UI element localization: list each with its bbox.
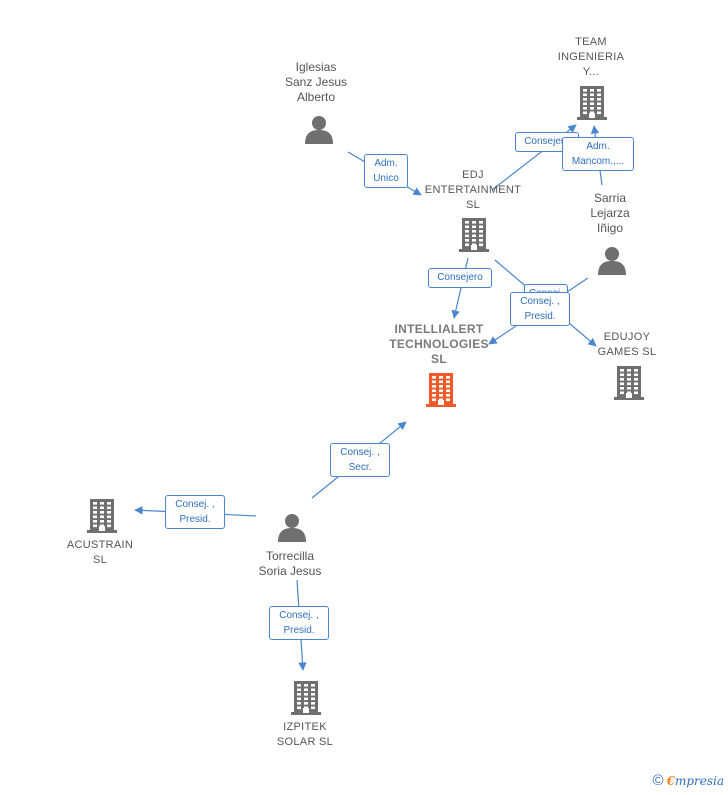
building-icon-acustrain[interactable] (87, 499, 117, 538)
node-label-team[interactable]: TEAM INGENIERIA Y... (557, 36, 625, 78)
edge-label-torrecilla-izpitek[interactable]: Consej. , Presid. (269, 606, 329, 640)
brand-logo-e: € (666, 774, 675, 788)
edge-label-torrecilla-acustrain[interactable]: Consej. , Presid. (165, 495, 225, 529)
node-label-edj[interactable]: EDJ ENTERTAINMENT SL (424, 169, 522, 211)
node-label-acustrain[interactable]: ACUSTRAIN SL (66, 539, 134, 566)
person-icon-iglesias[interactable] (304, 114, 334, 149)
edge-label-sarria-intellialert[interactable]: Consej. , Presid. (510, 292, 570, 326)
edge-label-iglesias-edj[interactable]: Adm. Unico (364, 154, 408, 188)
building-icon-team[interactable] (577, 86, 607, 125)
node-label-sarria[interactable]: Sarria Lejarza Iñigo (590, 191, 630, 235)
node-label-intellialert[interactable]: INTELLIALERT TECHNOLOGIES SL (389, 322, 489, 366)
node-label-edujoy[interactable]: EDUJOY GAMES SL (597, 331, 657, 358)
person-icon-torrecilla[interactable] (277, 512, 307, 547)
node-label-iglesias[interactable]: Iglesias Sanz Jesus Alberto (284, 60, 348, 104)
building-icon-edujoy[interactable] (614, 366, 644, 405)
edge-label-sarria-team[interactable]: Adm. Mancom.,... (562, 137, 634, 171)
edge-edj-intellialert (451, 257, 469, 319)
node-label-izpitek[interactable]: IZPITEK SOLAR SL (276, 721, 334, 748)
edge-label-edj-intellialert[interactable]: Consejero (428, 268, 492, 288)
footer-brand: ©€mpresia (653, 772, 724, 789)
edge-label-torrecilla-intellialert[interactable]: Consej. , Secr. (330, 443, 390, 477)
node-label-torrecilla[interactable]: Torrecilla Soria Jesus (258, 549, 322, 578)
brand-name: mpresia (674, 774, 724, 788)
person-icon-sarria[interactable] (597, 245, 627, 280)
building-icon-edj[interactable] (459, 218, 489, 257)
building-icon-intellialert[interactable] (426, 373, 456, 412)
copyright-icon: © (652, 772, 664, 789)
building-icon-izpitek[interactable] (291, 681, 321, 720)
